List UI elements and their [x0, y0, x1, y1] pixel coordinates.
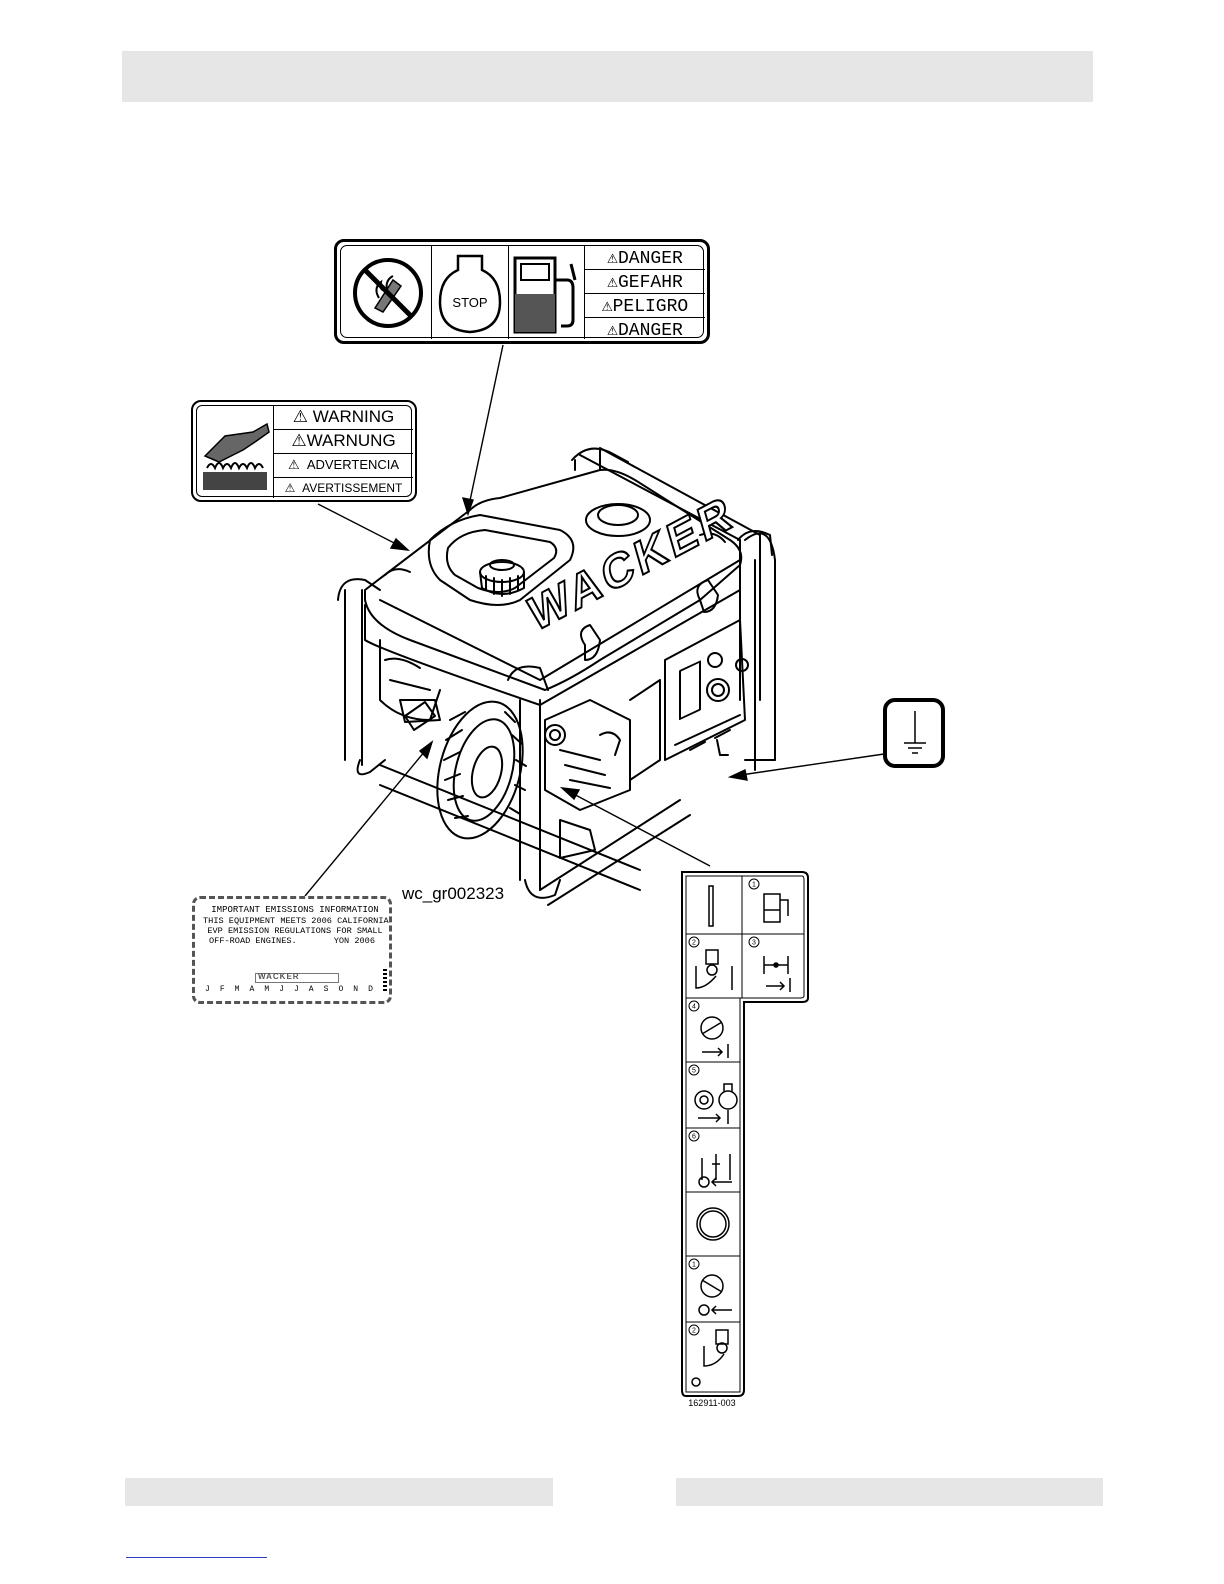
- month-letter: S: [324, 985, 329, 994]
- fuel-valve-off-icon: [692, 1330, 728, 1386]
- engine-stop-icon: [434, 250, 506, 338]
- month-letter: A: [249, 985, 254, 994]
- warning-word: ⚠ WARNING: [274, 407, 413, 427]
- month-letter: M: [264, 985, 269, 994]
- month-letter: J: [294, 985, 299, 994]
- figure-reference: wc_gr002323: [402, 884, 504, 904]
- danger-decal-divider: [431, 246, 432, 339]
- starter-icon: [695, 1084, 737, 1124]
- danger-word-row: ⚠GEFAHR: [585, 270, 705, 294]
- hot-surface-icon: [199, 410, 271, 496]
- engine-switch-icon: [701, 1017, 728, 1058]
- ground-decal: [883, 698, 945, 768]
- month-letter: N: [353, 985, 358, 994]
- emissions-line-3: EVP EMISSION REGULATIONS FOR SMALL: [203, 926, 387, 936]
- warning-word: ⚠ ADVERTENCIA: [274, 457, 413, 473]
- fuel-pump-icon: [511, 250, 583, 336]
- part-number: 162911-003: [686, 1398, 738, 1408]
- warning-word-row: ⚠ ADVERTENCIA: [274, 454, 413, 478]
- danger-word: ⚠PELIGRO: [585, 295, 705, 317]
- emissions-line-4-right: YON 2006: [334, 936, 375, 946]
- step-number: 3: [752, 940, 756, 947]
- danger-word: ⚠DANGER: [585, 319, 705, 341]
- stop-text: STOP: [445, 295, 495, 310]
- emissions-brand: WACKER: [258, 972, 300, 981]
- emissions-side-code: [383, 969, 387, 991]
- fuel-valve-icon: [696, 950, 732, 990]
- stop-step-number: 1: [692, 1262, 696, 1269]
- emissions-line-2: THIS EQUIPMENT MEETS 2006 CALIFORNIA: [203, 916, 387, 926]
- warning-word: ⚠ AVERTISSEMENT: [274, 481, 413, 495]
- month-letter: J: [279, 985, 284, 994]
- danger-word: ⚠DANGER: [585, 247, 705, 269]
- danger-word-row: ⚠DANGER: [585, 318, 705, 340]
- ground-icon: [892, 705, 938, 761]
- step-number: 5: [692, 1068, 696, 1075]
- month-letter: F: [220, 985, 225, 994]
- emissions-line-4-left: OFF-ROAD ENGINES.: [209, 936, 297, 946]
- warning-decal: ⚠ WARNING ⚠WARNUNG ⚠ ADVERTENCIA ⚠ AVERT…: [191, 400, 417, 502]
- danger-word: ⚠GEFAHR: [585, 271, 705, 293]
- month-letter: M: [235, 985, 240, 994]
- step-number: 6: [692, 1134, 696, 1141]
- warning-word-row: ⚠ WARNING: [274, 406, 413, 430]
- month-letter: A: [309, 985, 314, 994]
- start-instruction-decal: 1 2 3 4 5 6 1 2: [676, 870, 810, 1400]
- control-panel: [665, 620, 745, 760]
- emissions-brand-box: WACKER: [255, 973, 339, 983]
- month-letter: D: [368, 985, 373, 994]
- step-number: 1: [752, 882, 756, 889]
- danger-word-row: ⚠DANGER: [585, 246, 705, 270]
- warning-word-row: ⚠ AVERTISSEMENT: [274, 478, 413, 498]
- emissions-line-1: IMPORTANT EMISSIONS INFORMATION: [203, 905, 387, 915]
- fuel-step-icon: [764, 894, 788, 922]
- on-symbol: [709, 886, 713, 926]
- month-letter: J: [205, 985, 210, 994]
- danger-decal: STOP ⚠DANGER ⚠GEFAHR ⚠PELIGRO ⚠DANGER: [334, 239, 710, 344]
- stop-step-number: 2: [692, 1328, 696, 1335]
- throttle-icon: [699, 1154, 732, 1187]
- emissions-decal: IMPORTANT EMISSIONS INFORMATION THIS EQU…: [192, 896, 392, 1004]
- danger-word-row: ⚠PELIGRO: [585, 294, 705, 318]
- no-fire-icon: [345, 250, 431, 336]
- danger-decal-divider: [508, 246, 509, 339]
- stop-button-icon: [697, 1208, 729, 1240]
- warning-word: ⚠WARNUNG: [274, 431, 413, 451]
- switch-off-icon: [699, 1275, 732, 1315]
- warning-word-row: ⚠WARNUNG: [274, 430, 413, 454]
- choke-icon: [764, 956, 790, 992]
- step-number: 2: [692, 940, 696, 947]
- emissions-month-row: J F M A M J J A S O N D: [205, 985, 373, 994]
- step-number: 4: [692, 1004, 696, 1011]
- month-letter: O: [338, 985, 343, 994]
